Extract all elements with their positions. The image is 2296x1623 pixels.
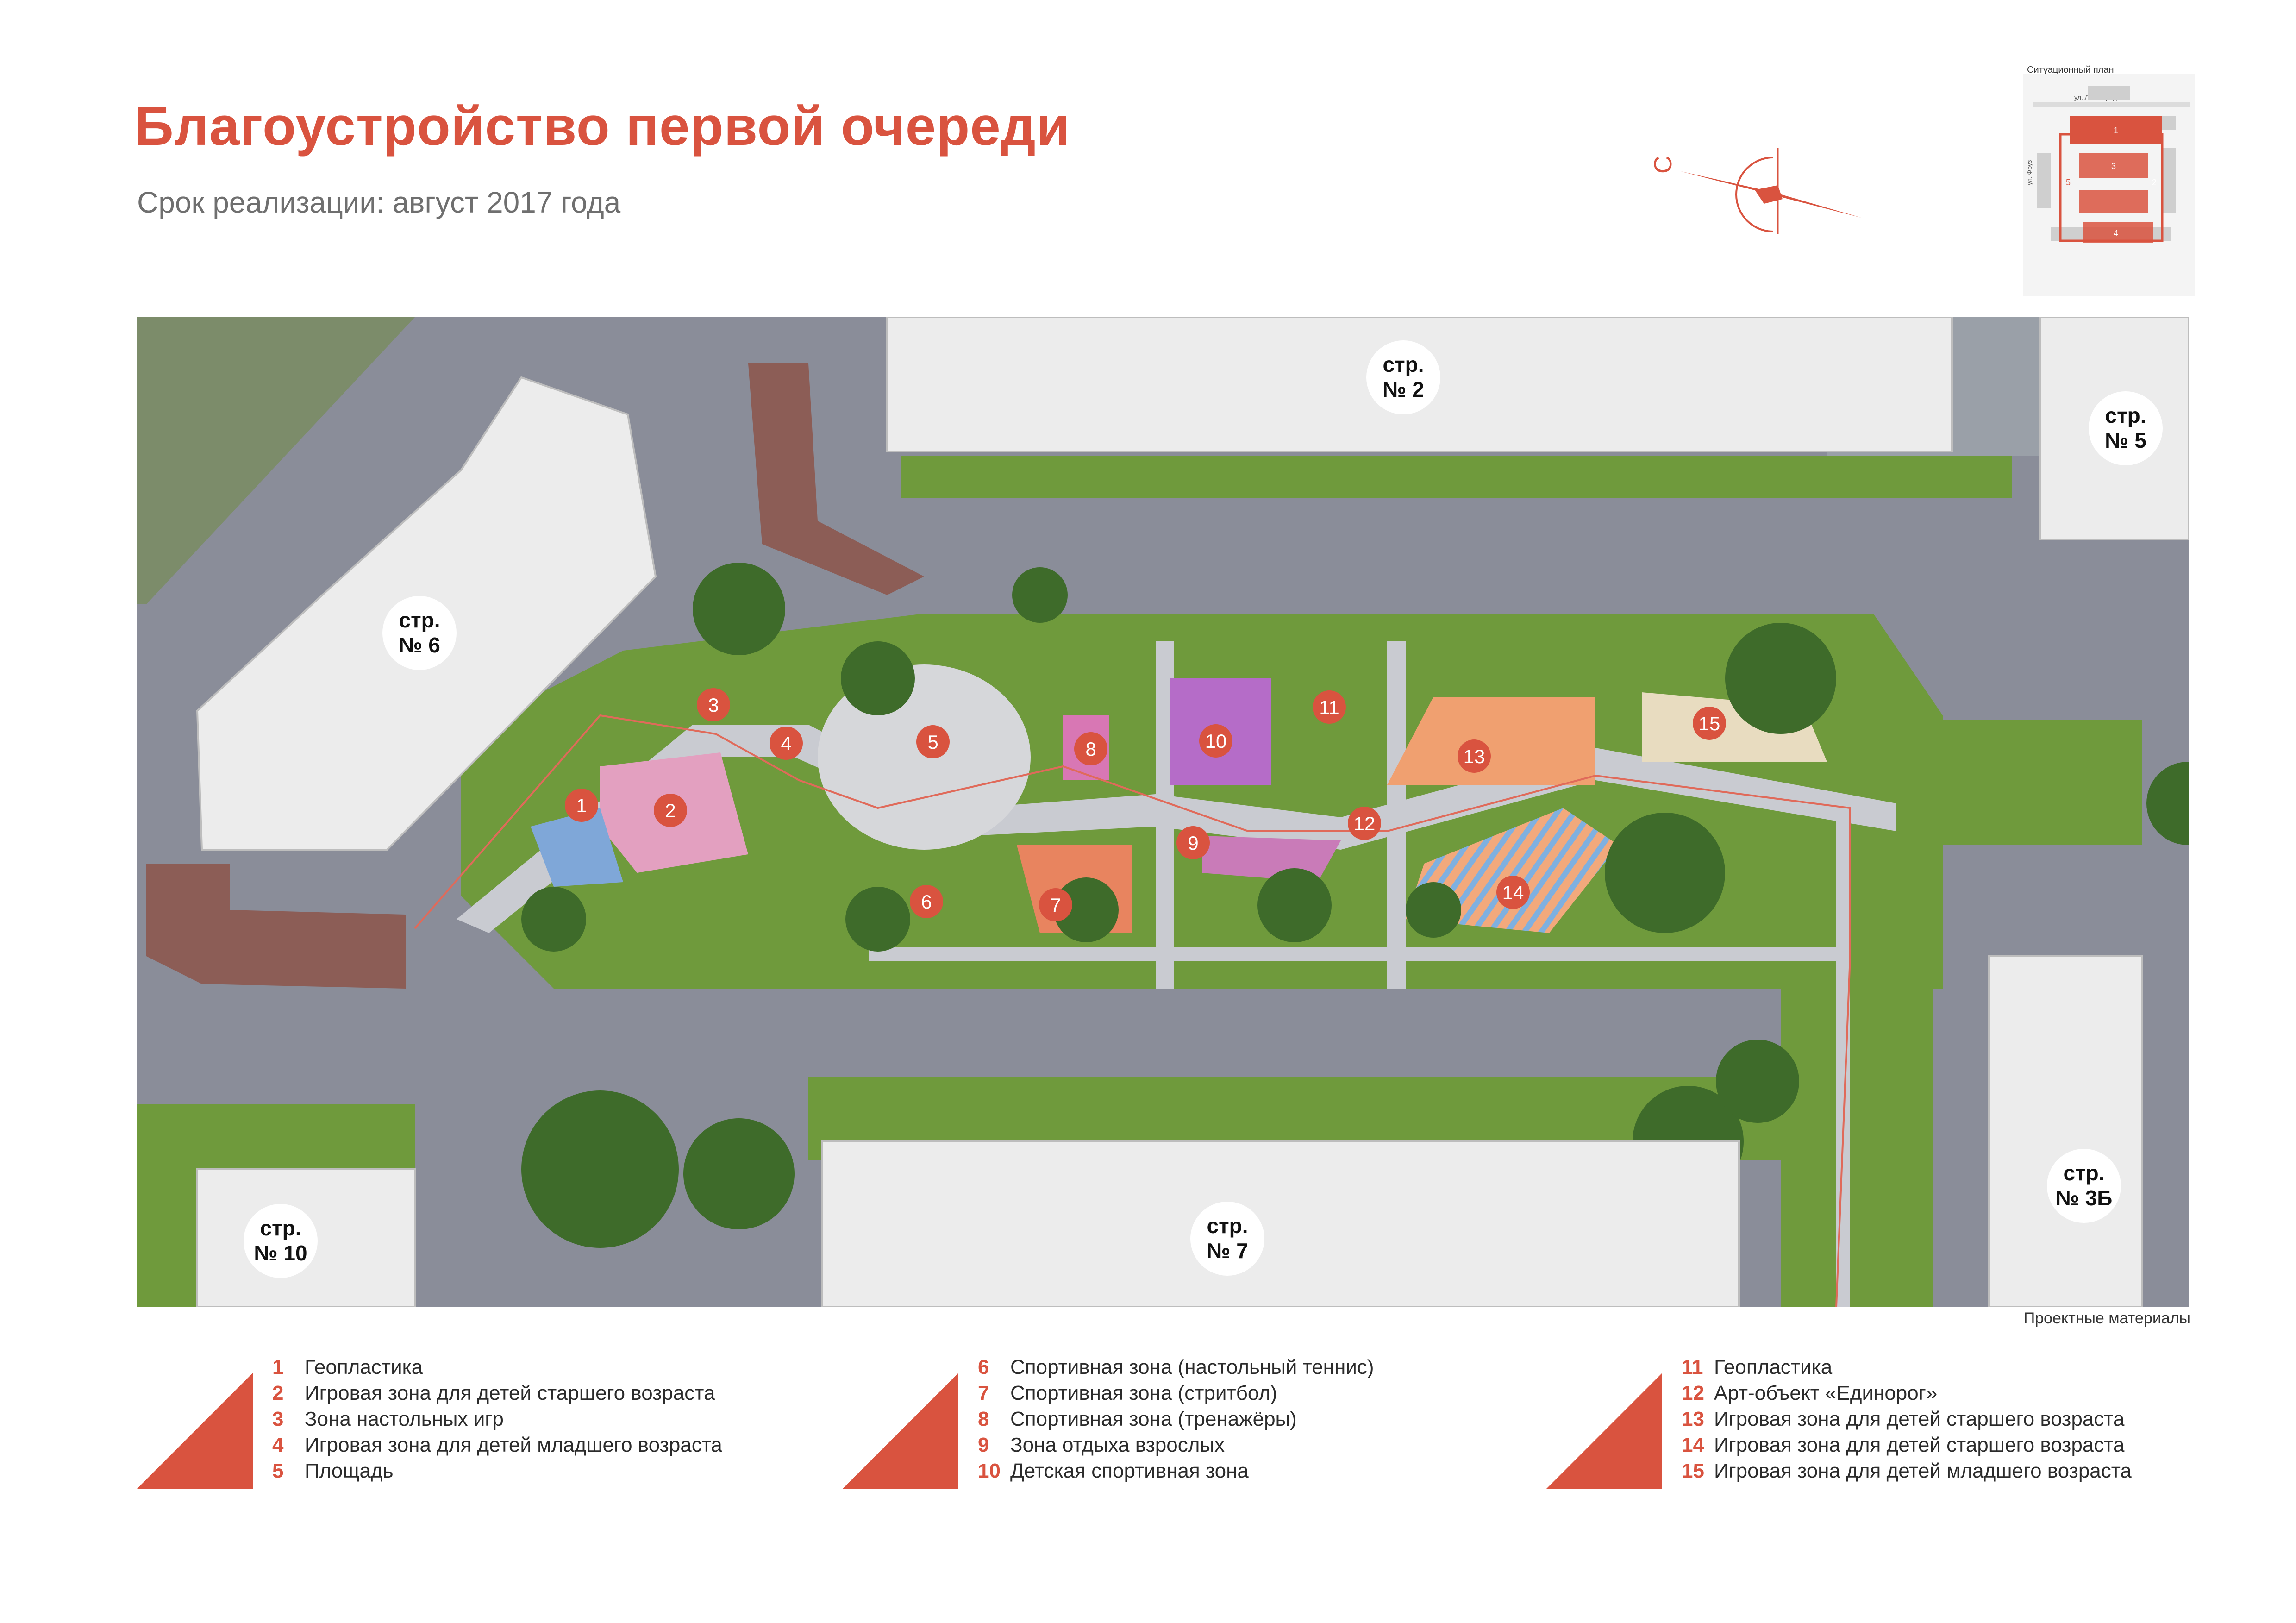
page-subtitle: Срок реализации: август 2017 года: [137, 186, 621, 219]
inset-map-label: Ситуационный план: [2027, 65, 2114, 75]
trees: [521, 563, 2189, 1248]
svg-text:10: 10: [1205, 730, 1227, 752]
svg-text:15: 15: [1699, 713, 1720, 734]
inset-zone-5: 5: [2066, 178, 2071, 187]
brown-roof-1: [748, 363, 924, 595]
svg-text:стр.: стр.: [1383, 352, 1424, 376]
building-6-label: стр. № 6: [382, 596, 457, 670]
svg-text:стр.: стр.: [2064, 1161, 2105, 1185]
svg-text:№ 10: № 10: [254, 1241, 307, 1265]
inset-zone-1: 1: [2114, 126, 2118, 135]
building-3b-footprint: [1988, 955, 2143, 1307]
red-route-line: [414, 714, 1851, 1307]
svg-text:№ 5: № 5: [2105, 428, 2146, 452]
building-7-footprint: [821, 1140, 1740, 1307]
site-plan-map: стр. № 2 стр. № 5 стр. № 6 стр. № 7 стр.…: [137, 317, 2189, 1307]
zone-1-surface: [531, 808, 623, 887]
inset-street-side: ул. Фруз: [2026, 160, 2033, 185]
svg-text:стр.: стр.: [2105, 403, 2146, 427]
zone-13-surface: [1387, 697, 1595, 785]
marker-1: 1: [565, 789, 598, 822]
building-3b-label: стр. № 3Б: [2047, 1149, 2121, 1223]
building-10-footprint: [196, 1168, 416, 1307]
svg-text:стр.: стр.: [1207, 1214, 1248, 1238]
building-5-label: стр. № 5: [2089, 391, 2163, 465]
svg-text:8: 8: [1085, 738, 1096, 760]
svg-text:2: 2: [665, 800, 676, 821]
svg-text:9: 9: [1188, 832, 1198, 854]
svg-text:11: 11: [1319, 696, 1339, 718]
credit-text: Проектные материалы: [2023, 1310, 2190, 1327]
svg-text:№ 7: № 7: [1207, 1239, 1248, 1263]
marker-3: 3: [697, 688, 730, 721]
building-7-label: стр. № 7: [1190, 1202, 1264, 1276]
marker-6: 6: [910, 885, 943, 918]
marker-14: 14: [1496, 876, 1530, 909]
marker-8: 8: [1074, 732, 1107, 765]
marker-13: 13: [1458, 739, 1491, 773]
svg-text:№ 2: № 2: [1383, 377, 1424, 401]
svg-text:6: 6: [921, 891, 932, 913]
svg-text:4: 4: [781, 733, 791, 754]
page-title: Благоустройство первой очереди: [134, 96, 1070, 157]
compass-letter: С: [1649, 156, 1677, 174]
svg-text:7: 7: [1050, 894, 1061, 916]
svg-text:3: 3: [708, 694, 719, 716]
svg-text:14: 14: [1502, 882, 1524, 903]
inset-zone-4: 4: [2114, 229, 2118, 238]
marker-5: 5: [916, 725, 950, 758]
brown-roof-2: [146, 864, 406, 989]
building-2-label: стр. № 2: [1366, 340, 1440, 414]
svg-text:5: 5: [927, 731, 938, 753]
compass-icon: С: [1639, 139, 1880, 241]
marker-12: 12: [1348, 807, 1381, 840]
marker-11: 11: [1313, 690, 1346, 724]
inset-zone-2: 2: [2152, 178, 2157, 187]
marker-10: 10: [1199, 724, 1232, 758]
marker-15: 15: [1693, 707, 1726, 740]
inset-map: ул. Ленинградская ул. Фруз 1 2 3 4 5: [2023, 74, 2195, 296]
svg-text:№ 6: № 6: [399, 633, 440, 657]
legend-triangle-icon: [843, 1373, 958, 1489]
svg-text:12: 12: [1354, 813, 1376, 834]
svg-text:13: 13: [1464, 746, 1485, 767]
inset-zone-3: 3: [2111, 162, 2116, 171]
marker-2: 2: [654, 794, 687, 827]
marker-7: 7: [1039, 888, 1072, 921]
svg-text:стр.: стр.: [399, 608, 440, 632]
legend-triangle-icon: [137, 1373, 253, 1489]
svg-text:стр.: стр.: [260, 1216, 301, 1240]
legend-triangle-icon: [1546, 1373, 1662, 1489]
svg-text:№ 3Б: № 3Б: [2056, 1186, 2113, 1210]
marker-4: 4: [770, 727, 803, 760]
svg-text:1: 1: [576, 795, 587, 816]
marker-9: 9: [1176, 826, 1210, 859]
building-10-label: стр. № 10: [244, 1204, 318, 1278]
